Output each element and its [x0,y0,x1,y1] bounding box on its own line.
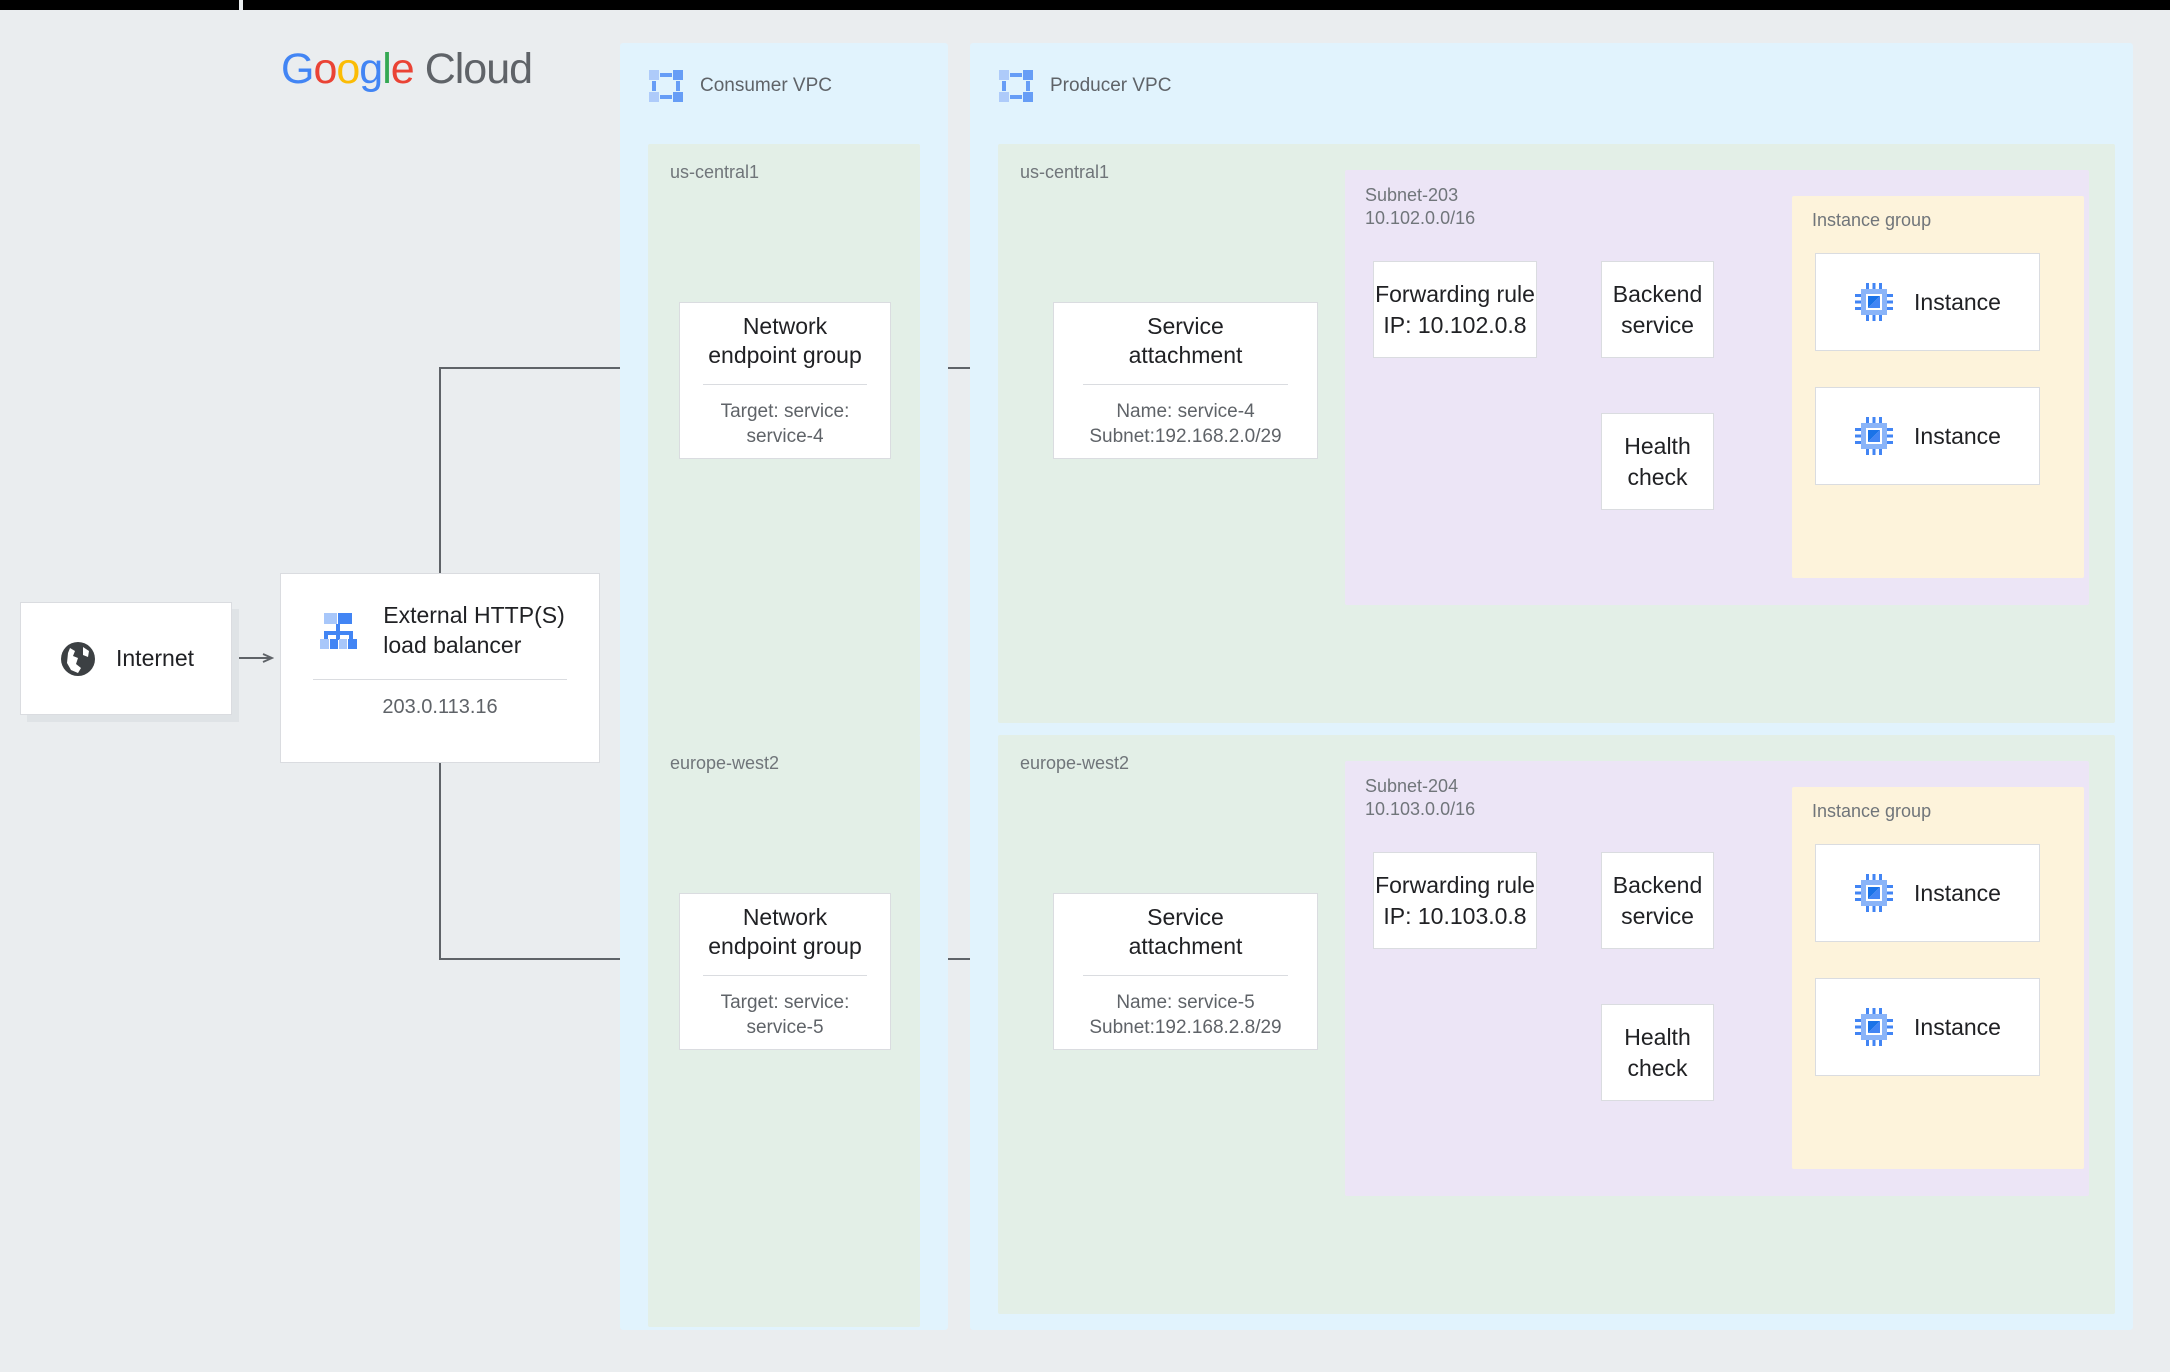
instance-chip-icon [1854,282,1894,322]
sa-detail-0: Name: service-4 Subnet:192.168.2.0/29 [1089,401,1282,448]
backend-service-europe-west2[interactable]: Backend service [1601,852,1714,949]
instance-label-0-1: Instance [1914,422,2001,449]
fr-title-1: Forwarding rule IP: 10.103.0.8 [1375,872,1535,929]
instance-group-label-1: Instance group [1812,801,1932,821]
vpc-icon [648,69,684,103]
producer-region-label-1: europe-west2 [1020,753,1130,773]
divider [1082,975,1289,977]
instance-group-us-central1: Instance group [1792,196,2084,578]
hc-title-0: Health check [1624,433,1691,490]
logo-letter-g1: G [281,45,314,93]
logo-letter-g2: g [359,45,383,93]
service-attachment-us-central1[interactable]: Service attachment Name: service-4 Subne… [1053,302,1318,459]
consumer-region-europe-west2: europe-west2 Network endpoint group Targ… [648,735,920,1327]
forwarding-rule-europe-west2[interactable]: Forwarding rule IP: 10.103.0.8 [1373,852,1537,949]
hc-title-1: Health check [1624,1024,1691,1081]
producer-region-us-central1: us-central1 Service attachment Name: ser… [998,144,2115,723]
network-endpoint-group-us-central1[interactable]: Network endpoint group Target: service: … [679,302,891,459]
external-http-load-balancer-node[interactable]: External HTTP(S) load balancer 203.0.113… [280,573,600,763]
logo-cloud-word: Cloud [424,45,533,93]
load-balancer-ip: 203.0.113.16 [382,695,498,718]
divider [703,975,867,977]
instance-node-0-0[interactable]: Instance [1815,253,2040,351]
service-attachment-europe-west2[interactable]: Service attachment Name: service-5 Subne… [1053,893,1318,1050]
neg-detail-1: Target: service: service-5 [720,992,850,1039]
instance-group-label-0: Instance group [1812,210,1932,230]
subnet-label-1: Subnet-204 10.103.0.0/16 [1365,776,1476,820]
load-balancer-title: External HTTP(S) load balancer [383,602,565,659]
logo-letter-l: l [382,45,392,93]
forwarding-rule-us-central1[interactable]: Forwarding rule IP: 10.102.0.8 [1373,261,1537,358]
bs-title-0: Backend service [1612,281,1703,338]
neg-title-0: Network endpoint group [708,312,862,369]
neg-detail-0: Target: service: service-4 [720,401,850,448]
divider [312,678,568,680]
neg-title-1: Network endpoint group [708,903,862,960]
internet-node[interactable]: Internet [20,602,232,715]
instance-node-0-1[interactable]: Instance [1815,387,2040,485]
subnet-204-container: Subnet-204 10.103.0.0/16 Forwarding rule… [1345,761,2089,1196]
load-balancer-icon [315,606,363,654]
consumer-region-label-0: us-central1 [670,162,760,182]
internet-label: Internet [116,645,194,671]
producer-region-europe-west2: europe-west2 Service attachment Name: se… [998,735,2115,1314]
top-black-bar [0,0,2170,10]
top-bar-notch [239,0,243,10]
instance-label-1-1: Instance [1914,1013,2001,1040]
fr-title-0: Forwarding rule IP: 10.102.0.8 [1375,281,1535,338]
instance-node-1-0[interactable]: Instance [1815,844,2040,942]
logo-letter-o2: o [336,45,360,93]
health-check-europe-west2[interactable]: Health check [1601,1004,1714,1101]
sa-detail-1: Name: service-5 Subnet:192.168.2.8/29 [1089,992,1282,1039]
instance-group-europe-west2: Instance group [1792,787,2084,1169]
divider [1082,384,1289,386]
divider [703,384,867,386]
health-check-us-central1[interactable]: Health check [1601,413,1714,510]
bs-title-1: Backend service [1612,872,1703,929]
instance-chip-icon [1854,416,1894,456]
sa-title-0: Service attachment [1128,312,1243,369]
instance-label-1-0: Instance [1914,879,2001,906]
vpc-icon [998,69,1034,103]
producer-vpc-header: Producer VPC [998,69,1171,103]
logo-letter-e: e [390,45,415,93]
instance-label-0-0: Instance [1914,288,2001,315]
globe-icon [58,639,98,679]
consumer-vpc-header: Consumer VPC [648,69,832,103]
producer-vpc-title: Producer VPC [1050,75,1172,96]
consumer-region-label-1: europe-west2 [670,753,780,773]
logo-letter-o1: o [313,45,337,93]
instance-chip-icon [1854,873,1894,913]
consumer-vpc-title: Consumer VPC [700,75,832,96]
network-endpoint-group-europe-west2[interactable]: Network endpoint group Target: service: … [679,893,891,1050]
consumer-region-us-central1: us-central1 Network endpoint group Targe… [648,144,920,736]
sa-title-1: Service attachment [1128,903,1243,960]
instance-node-1-1[interactable]: Instance [1815,978,2040,1076]
producer-region-label-0: us-central1 [1020,162,1110,182]
subnet-label-0: Subnet-203 10.102.0.0/16 [1365,185,1476,229]
producer-vpc-container: Producer VPC us-central1 Service attachm… [970,43,2133,1330]
instance-chip-icon [1854,1007,1894,1047]
consumer-vpc-container: Consumer VPC us-central1 Network endpoin… [620,43,948,1330]
subnet-203-container: Subnet-203 10.102.0.0/16 Forwarding rule… [1345,170,2089,605]
backend-service-us-central1[interactable]: Backend service [1601,261,1714,358]
